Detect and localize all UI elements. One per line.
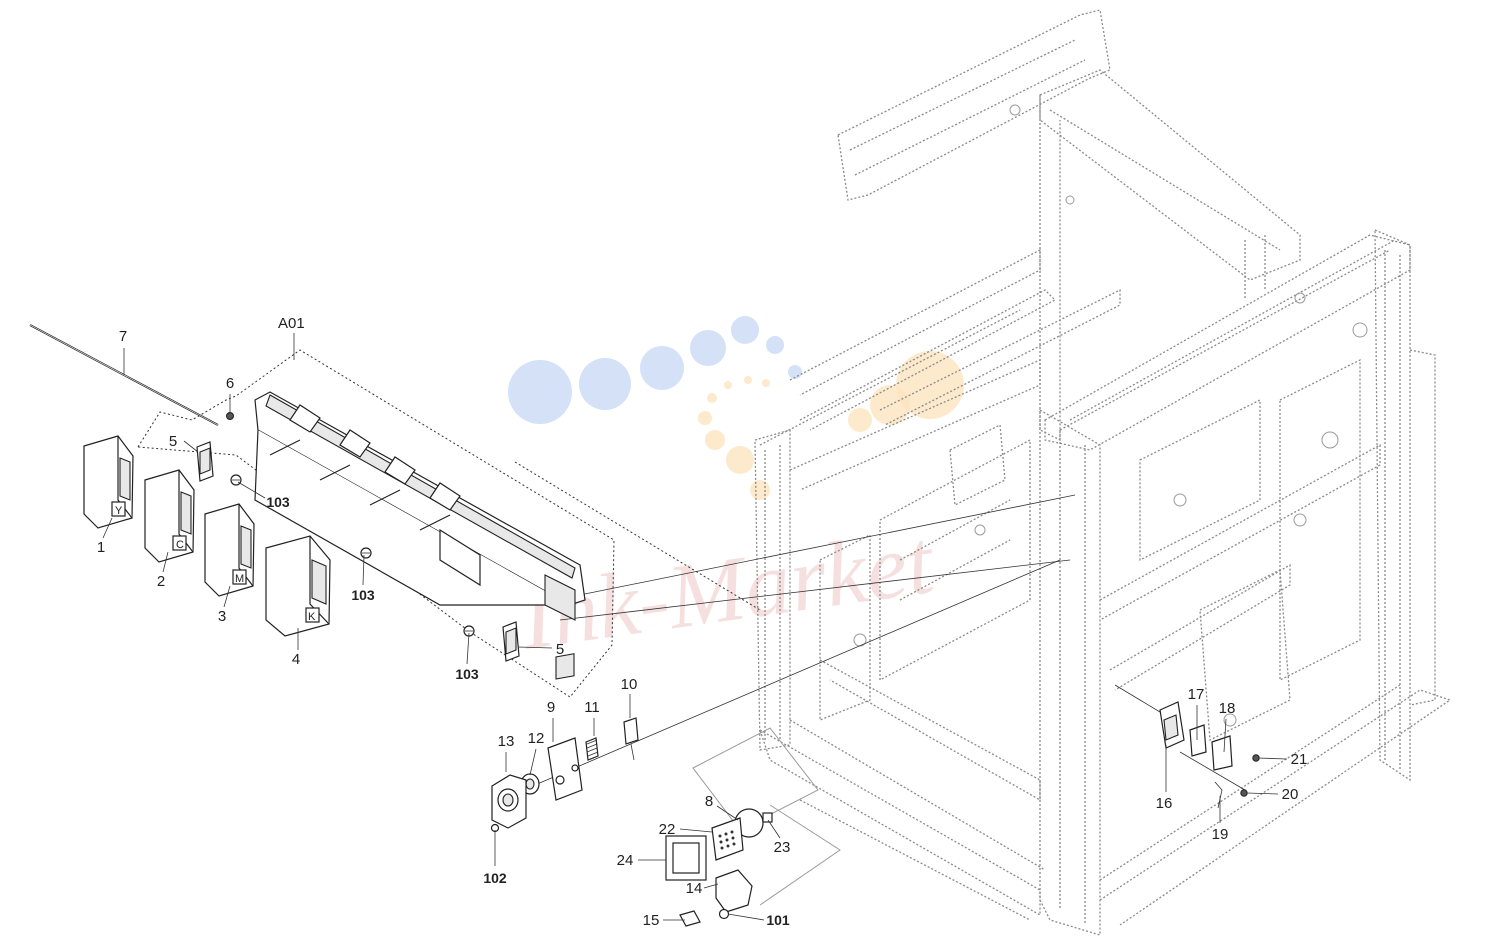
leader-line-c18 [1223, 718, 1227, 753]
callout-c21: 21 [1291, 751, 1308, 768]
callout-c12: 12 [528, 730, 545, 747]
leader-line-c103b [362, 554, 365, 586]
callout-c9: 9 [547, 699, 555, 716]
callout-c3: 3 [218, 608, 226, 625]
callout-c11: 11 [584, 699, 600, 716]
callout-c5a: 5 [169, 433, 177, 450]
callout-c19: 19 [1212, 826, 1229, 843]
callout-c7: 7 [119, 328, 127, 345]
toner-cartridge-cyan: C [144, 469, 195, 563]
callout-leaders [102, 348, 1288, 921]
callout-c14: 14 [686, 880, 703, 897]
callout-c101: 101 [766, 912, 790, 928]
callout-c6: 6 [226, 375, 234, 392]
switch-bracket-group [1114, 684, 1260, 809]
main-frame-assembly [754, 9, 1452, 936]
cartridge-letter-k: K [308, 611, 316, 623]
callout-c23: 23 [774, 839, 791, 856]
screw-icon [718, 908, 730, 920]
leader-line-c21 [1257, 757, 1288, 760]
leader-line-c22 [679, 828, 713, 833]
callout-c8: 8 [705, 793, 713, 810]
callout-c103b: 103 [351, 587, 375, 603]
toner-cartridge-black: K [265, 535, 331, 637]
leader-line-c12 [529, 748, 537, 776]
callout-c22: 22 [659, 821, 676, 838]
cartridge-letter-c: C [176, 539, 184, 551]
toner-cartridge-yellow: Y [83, 435, 134, 529]
callout-c18: 18 [1219, 700, 1236, 717]
leader-line-c103c [466, 632, 470, 665]
leader-line-c103a [237, 481, 266, 499]
cartridge-letter-m: M [235, 573, 244, 585]
leader-line-c101 [727, 913, 765, 921]
callout-c20: 20 [1282, 786, 1299, 803]
callout-c16: 16 [1156, 795, 1173, 812]
leader-line-c14 [703, 883, 719, 889]
callout-c15: 15 [643, 912, 660, 929]
leader-line-c1 [102, 517, 113, 539]
toner-cartridges: Y C M K [83, 435, 331, 637]
cartridge-letter-y: Y [115, 505, 123, 517]
leader-line-c2 [162, 551, 169, 573]
callout-c1: 1 [97, 539, 105, 556]
leader-line-c20 [1246, 792, 1279, 795]
callout-c103c: 103 [455, 666, 479, 682]
callout-c103a: 103 [266, 494, 290, 510]
sensor-bracket-group [490, 559, 1061, 833]
leader-line-c23 [767, 819, 781, 839]
leader-line-c3 [223, 585, 231, 608]
leader-line-c8 [716, 805, 739, 821]
callout-c10: 10 [621, 676, 638, 693]
callout-c17: 17 [1188, 686, 1205, 703]
toner-cartridge-magenta: M [204, 503, 255, 597]
callout-c102: 102 [483, 870, 507, 886]
callout-c2: 2 [157, 573, 165, 590]
lower-sensor-group [665, 727, 841, 927]
leader-line-c5b [517, 646, 553, 649]
screw-icon [1240, 789, 1248, 797]
screw-icon [360, 547, 372, 559]
callout-labels: 1234556789101112131415161718192021222324… [97, 328, 1308, 929]
callout-c13: 13 [498, 733, 515, 750]
assembly-label-a01: A01 [278, 315, 305, 332]
screw-icon [230, 474, 242, 486]
callout-c5b: 5 [556, 641, 564, 658]
leader-line-c5a [183, 440, 199, 453]
callout-c24: 24 [617, 852, 634, 869]
callout-c4: 4 [292, 651, 300, 668]
toner-holder-assembly-a01 [29, 324, 1076, 698]
